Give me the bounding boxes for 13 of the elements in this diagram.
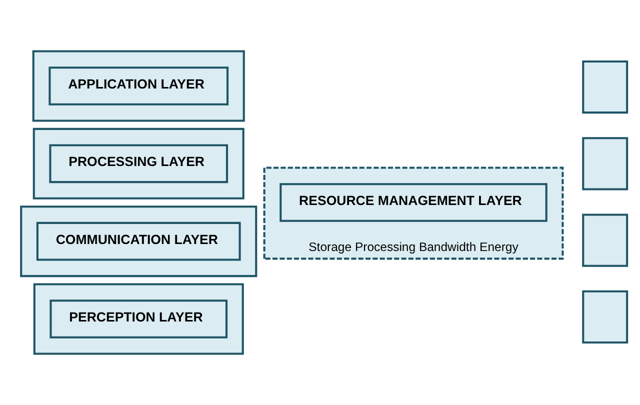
- node-box: PERCEPTION LAYER: [50, 300, 228, 338]
- node-box: RESOURCE MANAGEMENT LAYER: [280, 183, 548, 222]
- cluster: [32, 50, 245, 122]
- node-box: PROCESSING LAYER: [49, 144, 228, 184]
- node-box: [582, 214, 628, 267]
- node-box: [582, 137, 628, 190]
- cluster: [32, 128, 244, 200]
- node-box: COMMUNICATION LAYER: [36, 222, 241, 261]
- node-box: APPLICATION LAYER: [48, 66, 229, 106]
- cluster: [20, 206, 258, 278]
- node-box: [582, 60, 628, 114]
- node-box: [582, 290, 628, 344]
- cluster: [33, 283, 244, 355]
